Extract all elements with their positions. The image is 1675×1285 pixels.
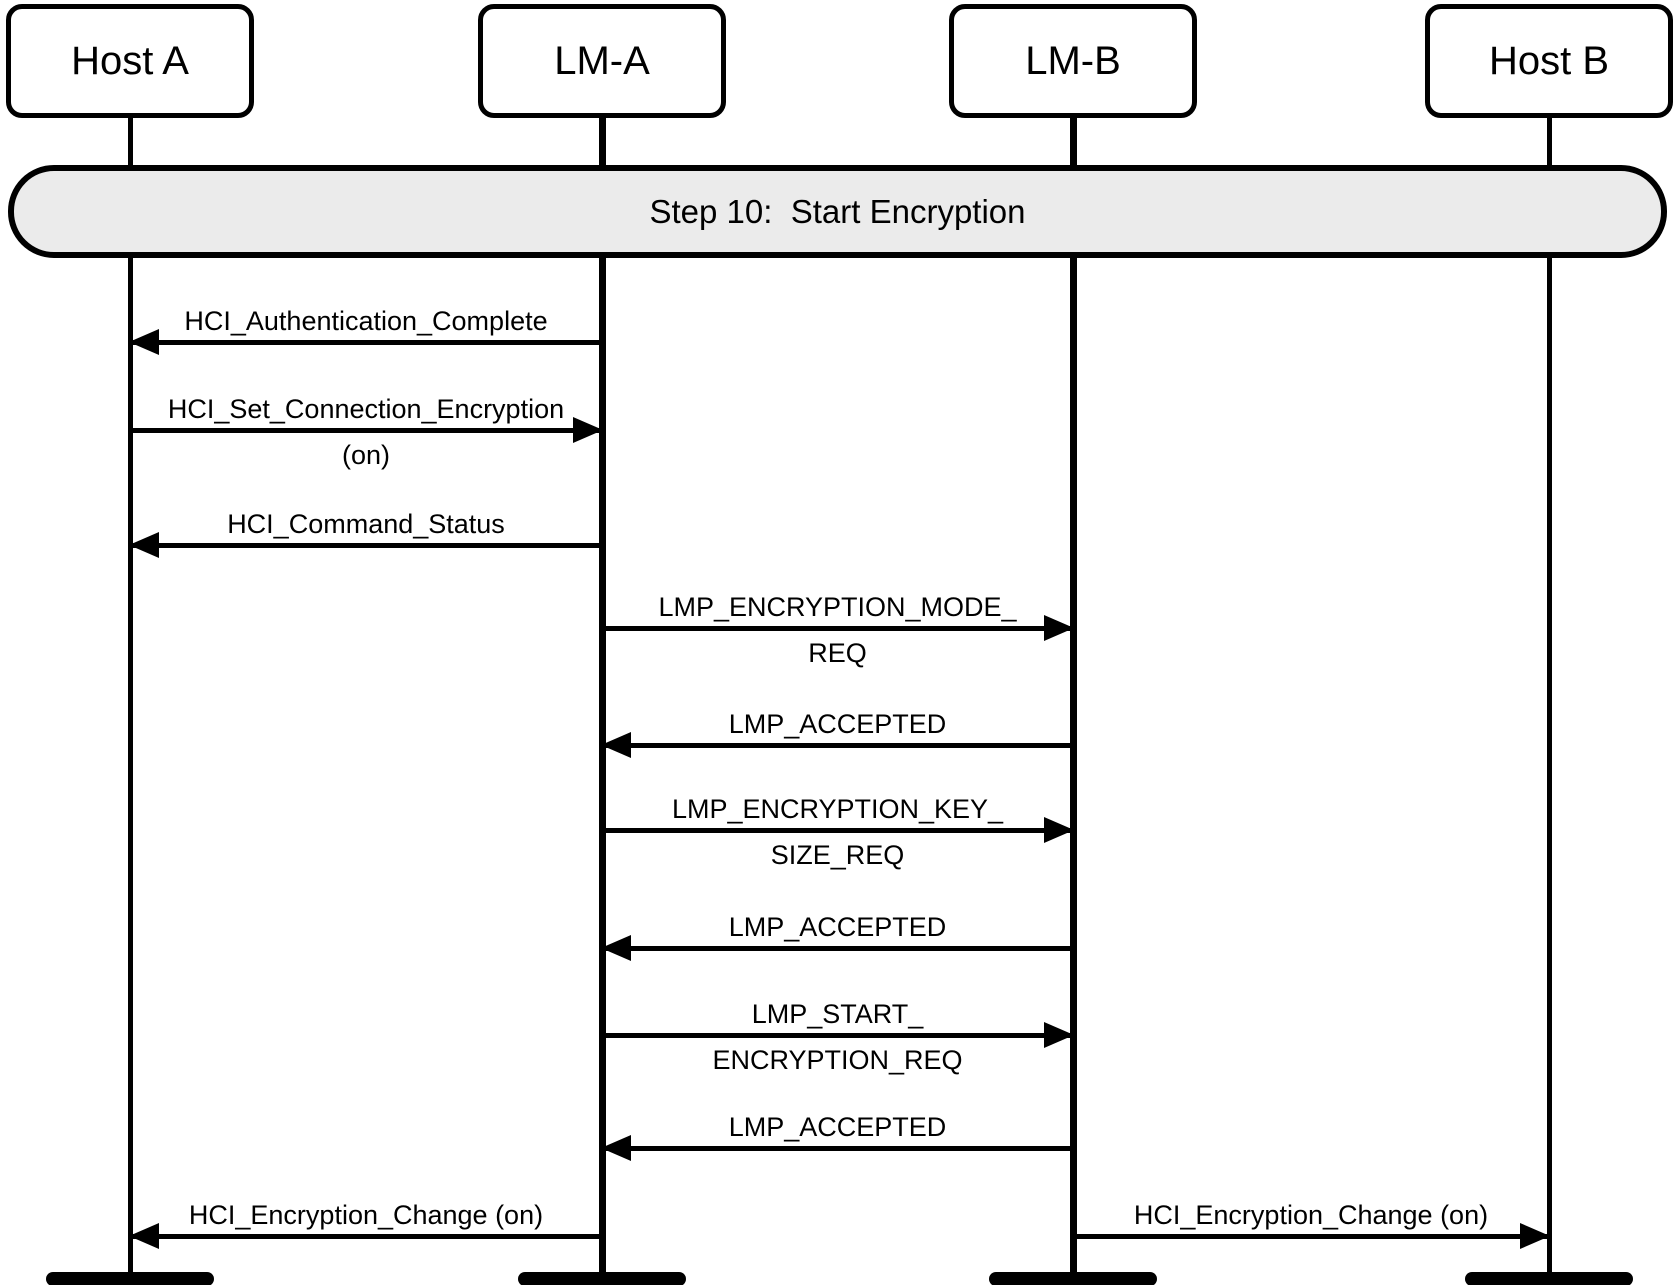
message-label: LMP_START_	[751, 999, 924, 1029]
message-line	[602, 946, 1073, 951]
message-line	[130, 340, 602, 345]
arrowhead-left-icon	[601, 1135, 631, 1161]
message-line	[130, 1234, 602, 1239]
message-label: LMP_ENCRYPTION_MODE_	[658, 592, 1017, 622]
message-label: LMP_ACCEPTED	[728, 912, 947, 942]
termination-bar-lm-a	[518, 1272, 686, 1285]
arrowhead-right-icon	[1044, 817, 1074, 843]
arrowhead-left-icon	[129, 532, 159, 558]
step-banner-label: Step 10: Start Encryption	[649, 192, 1026, 230]
lifeline-host-b	[1547, 115, 1552, 1280]
message-line	[602, 1146, 1073, 1151]
arrowhead-right-icon	[573, 417, 603, 443]
termination-bar-host-a	[46, 1272, 214, 1285]
lifeline-host-a	[128, 115, 133, 1280]
actor-box-lm-b: LM-B	[949, 4, 1197, 118]
actor-label-host-b: Host B	[1488, 38, 1610, 83]
arrowhead-left-icon	[129, 1223, 159, 1249]
termination-bar-host-b	[1465, 1272, 1633, 1285]
message-line	[602, 626, 1073, 631]
step-banner: Step 10: Start Encryption	[8, 165, 1667, 258]
message-label: HCI_Encryption_Change (on)	[188, 1200, 544, 1230]
message-label-line2: ENCRYPTION_REQ	[712, 1045, 963, 1075]
message-line	[130, 543, 602, 548]
actor-box-lm-a: LM-A	[478, 4, 726, 118]
arrowhead-left-icon	[601, 935, 631, 961]
actor-box-host-a: Host A	[6, 4, 254, 118]
message-line	[130, 428, 602, 433]
actor-label-lm-a: LM-A	[554, 38, 650, 83]
lifeline-lm-b	[1070, 115, 1077, 1280]
arrowhead-left-icon	[129, 329, 159, 355]
actor-box-host-b: Host B	[1425, 4, 1673, 118]
message-line	[1073, 1234, 1549, 1239]
arrowhead-right-icon	[1044, 615, 1074, 641]
message-label-line2: REQ	[808, 638, 867, 668]
actor-label-lm-b: LM-B	[1025, 38, 1121, 83]
message-label: LMP_ACCEPTED	[728, 709, 947, 739]
message-label: LMP_ACCEPTED	[728, 1112, 947, 1142]
lifeline-lm-a	[599, 115, 606, 1280]
message-line	[602, 828, 1073, 833]
actor-label-host-a: Host A	[71, 38, 189, 83]
message-label: HCI_Set_Connection_Encryption	[167, 394, 565, 424]
message-line	[602, 1033, 1073, 1038]
arrowhead-right-icon	[1520, 1223, 1550, 1249]
message-label: HCI_Encryption_Change (on)	[1133, 1200, 1489, 1230]
message-label: HCI_Command_Status	[227, 509, 505, 539]
message-label: LMP_ENCRYPTION_KEY_	[671, 794, 1004, 824]
message-label-line2: (on)	[341, 440, 390, 470]
message-label: HCI_Authentication_Complete	[184, 306, 548, 336]
arrowhead-right-icon	[1044, 1022, 1074, 1048]
termination-bar-lm-b	[989, 1272, 1157, 1285]
message-label-line2: SIZE_REQ	[770, 840, 905, 870]
message-line	[602, 743, 1073, 748]
arrowhead-left-icon	[601, 732, 631, 758]
